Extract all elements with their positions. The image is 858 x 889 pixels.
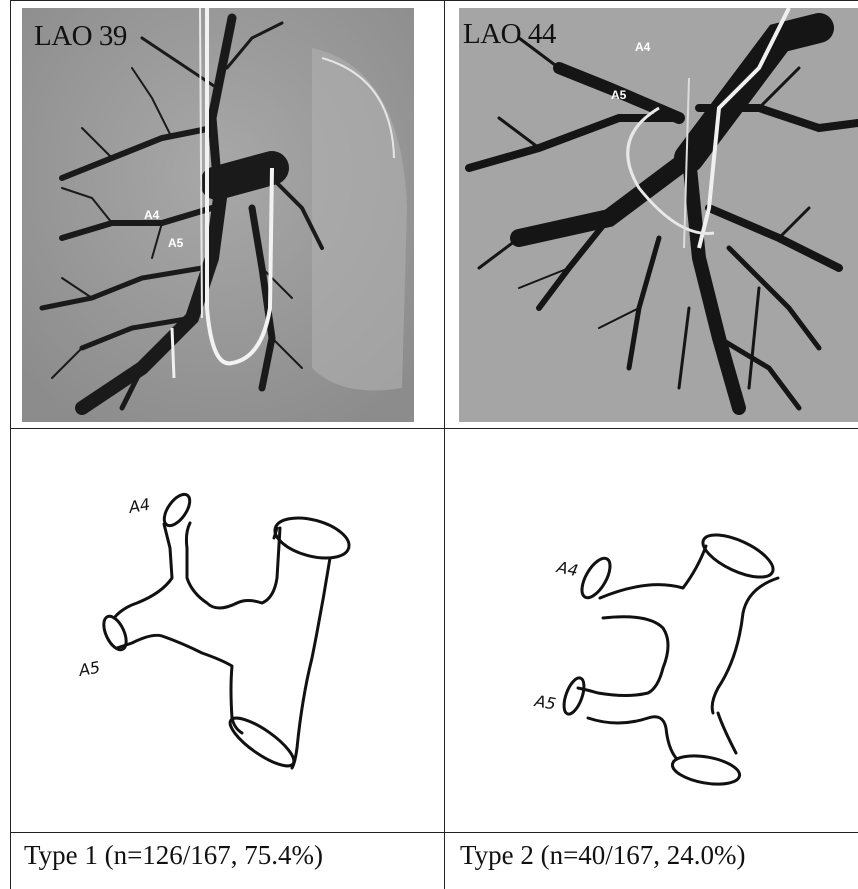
sketch-label-a4: A4 [554, 557, 580, 580]
grid-line-horizontal-top [10, 0, 858, 1]
sketch-outline-a4 [186, 523, 280, 608]
angiogram-lao39: LAO 39 A4 A5 [22, 8, 414, 422]
sketch-type1: A4 A5 [22, 428, 442, 828]
angiogram-lao44-image [459, 8, 858, 422]
grid-line-horizontal-caption [10, 832, 858, 833]
grid-line-vertical-left [10, 0, 11, 889]
angio-label-a4: A4 [635, 40, 650, 54]
grid-line-vertical-middle [444, 0, 445, 889]
sketch-label-a5: A5 [76, 658, 101, 681]
angiogram-lao44: LAO 44 A4 A5 [459, 8, 858, 422]
view-label: LAO 39 [34, 20, 127, 53]
sketch-label-a5: A5 [532, 691, 557, 714]
angio-label-a4: A4 [144, 208, 159, 222]
angiogram-lao39-image [22, 8, 414, 422]
sketch-label-a4: A4 [126, 495, 151, 518]
sketch-type2: A4 A5 [448, 428, 858, 828]
caption-type1: Type 1 (n=126/167, 75.4%) [24, 840, 323, 871]
grid-line-horizontal-mid [10, 428, 858, 429]
angio-label-a5: A5 [168, 236, 183, 250]
view-label: LAO 44 [463, 18, 556, 51]
angio-label-a5: A5 [611, 88, 626, 102]
caption-type2: Type 2 (n=40/167, 24.0%) [460, 840, 746, 871]
